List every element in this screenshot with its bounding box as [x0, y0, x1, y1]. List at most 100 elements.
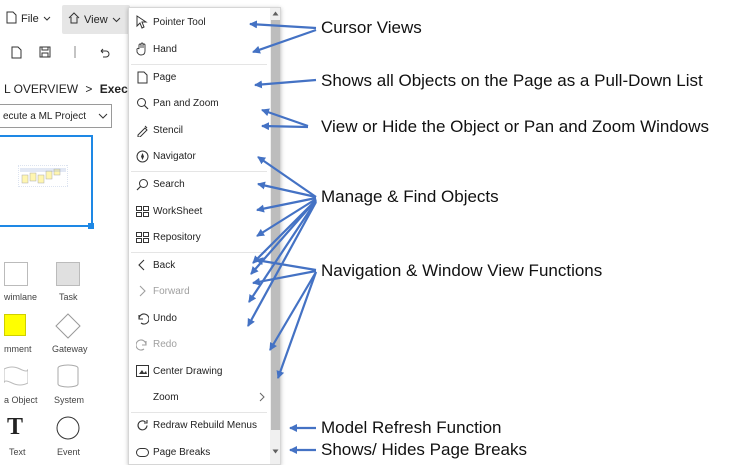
annotation-view-hide: View or Hide the Object or Pan and Zoom …: [321, 117, 710, 136]
menu-item-label: Center Drawing: [153, 366, 223, 377]
text-tool-icon: T: [7, 414, 24, 440]
menu-item-label: Zoom: [153, 392, 179, 403]
menu-item-repository[interactable]: Repository: [129, 225, 269, 251]
menu-item-zoom[interactable]: Zoom: [129, 385, 269, 411]
view-menu-label: View: [84, 13, 108, 26]
menu-item-label: Page Breaks: [153, 447, 211, 458]
diagram-thumbnail[interactable]: [0, 135, 93, 227]
project-select[interactable]: ecute a ML Project: [0, 104, 112, 128]
view-dropdown-menu: Pointer Tool Hand Page Pan and Zoom Sten…: [128, 7, 281, 465]
pointer-icon: [135, 15, 149, 29]
shape-label: Task: [59, 292, 78, 302]
chevron-right-icon: [259, 392, 265, 405]
shape-label: a Object: [4, 395, 38, 405]
menu-item-center-drawing[interactable]: Center Drawing: [129, 359, 269, 385]
diagram-preview-art: [18, 165, 68, 187]
menu-item-forward[interactable]: Forward: [129, 279, 269, 305]
scrollbar-thumb[interactable]: [271, 20, 280, 430]
stencil-icon: [135, 123, 149, 137]
menu-item-label: Pan and Zoom: [153, 98, 219, 109]
refresh-icon: [135, 418, 149, 432]
annotation-navigation: Navigation & Window View Functions: [321, 261, 603, 280]
annotation-manage-find: Manage & Find Objects: [321, 187, 499, 206]
menu-item-back[interactable]: Back: [129, 253, 269, 279]
breadcrumb-parent[interactable]: L OVERVIEW: [4, 82, 79, 96]
thumbnail-resize-handle[interactable]: [88, 223, 94, 229]
save-icon[interactable]: [37, 44, 53, 60]
menu-item-page[interactable]: Page: [129, 65, 269, 91]
app-background: File View L OVERVIEW: [0, 0, 130, 465]
view-menu[interactable]: View: [62, 5, 130, 34]
chevron-left-icon: [135, 258, 149, 272]
menu-item-label: Forward: [153, 286, 190, 297]
page-breaks-icon: [135, 445, 149, 459]
menu-item-label: Redo: [153, 339, 177, 350]
menu-separator: [131, 171, 267, 172]
redo-icon: [135, 337, 149, 351]
top-menu-bar: File View: [0, 0, 130, 38]
menu-item-label: Repository: [153, 232, 201, 243]
new-file-icon[interactable]: [8, 44, 24, 60]
annotation-page-breaks: Shows/ Hides Page Breaks: [321, 440, 527, 459]
chevron-down-icon: [112, 14, 121, 26]
chevron-down-icon: [98, 109, 108, 126]
menu-item-label: WorkSheet: [153, 206, 203, 217]
swimlane-shape-icon: [4, 262, 28, 286]
menu-item-label: Back: [153, 260, 176, 271]
annotation-model-refresh: Model Refresh Function: [321, 418, 502, 437]
menu-item-stencil[interactable]: Stencil: [129, 118, 269, 144]
menu-item-label: Navigator: [153, 151, 196, 162]
home-icon: [68, 12, 80, 27]
menu-item-label: Search: [153, 179, 185, 190]
breadcrumb-separator: >: [85, 82, 93, 96]
undo-toolbar-icon[interactable]: [96, 44, 112, 60]
breadcrumb: L OVERVIEW > Execu: [4, 82, 130, 96]
project-select-value: ecute a ML Project: [3, 110, 87, 122]
data-object-shape-icon: [4, 366, 28, 386]
hand-icon: [135, 42, 149, 56]
menu-scrollbar[interactable]: [270, 8, 280, 464]
quick-toolbar: [0, 40, 130, 66]
menu-item-pan-and-zoom[interactable]: Pan and Zoom: [129, 91, 269, 117]
chevron-down-icon: [43, 13, 51, 25]
task-shape-icon: [56, 262, 80, 286]
menu-separator: [131, 412, 267, 413]
navigator-icon: [135, 149, 149, 163]
scroll-down-arrow-icon[interactable]: [272, 448, 279, 455]
menu-item-label: Redraw Rebuild Menus: [153, 420, 257, 431]
menu-item-page-breaks[interactable]: Page Breaks: [129, 440, 269, 464]
scroll-up-arrow-icon[interactable]: [272, 10, 279, 17]
comment-shape-icon: [4, 314, 26, 336]
menu-separator: [131, 252, 267, 253]
menu-item-worksheet[interactable]: WorkSheet: [129, 199, 269, 225]
file-menu[interactable]: File: [6, 8, 51, 30]
toolbar-divider: [67, 44, 83, 60]
menu-item-search[interactable]: Search: [129, 172, 269, 198]
menu-item-label: Stencil: [153, 125, 184, 136]
page-icon: [135, 70, 149, 84]
menu-separator: [131, 64, 267, 65]
menu-item-pointer-tool[interactable]: Pointer Tool: [129, 10, 269, 36]
menu-item-hand[interactable]: Hand: [129, 37, 269, 63]
file-icon: [6, 11, 17, 27]
shape-label: System: [54, 395, 85, 405]
menu-item-redraw-rebuild-menus[interactable]: Redraw Rebuild Menus: [129, 413, 269, 439]
menu-item-undo[interactable]: Undo: [129, 306, 269, 332]
shape-label: Gateway: [52, 344, 88, 354]
menu-item-redo[interactable]: Redo: [129, 332, 269, 358]
annotation-cursor-views: Cursor Views: [321, 18, 422, 37]
annotation-page-list: Shows all Objects on the Page as a Pull-…: [321, 71, 703, 90]
file-menu-label: File: [21, 13, 39, 25]
menu-item-label: Page: [153, 72, 177, 83]
undo-icon: [135, 311, 149, 325]
chevron-right-icon: [135, 284, 149, 298]
shape-label: mment: [4, 344, 32, 354]
menu-item-label: Hand: [153, 44, 177, 55]
search-icon: [135, 177, 149, 191]
gateway-shape-icon: [55, 313, 81, 339]
repository-icon: [135, 230, 149, 244]
menu-item-navigator[interactable]: Navigator: [129, 144, 269, 170]
shape-label: wimlane: [4, 292, 38, 302]
event-shape-icon: [56, 416, 80, 440]
pan-zoom-icon: [135, 96, 149, 110]
